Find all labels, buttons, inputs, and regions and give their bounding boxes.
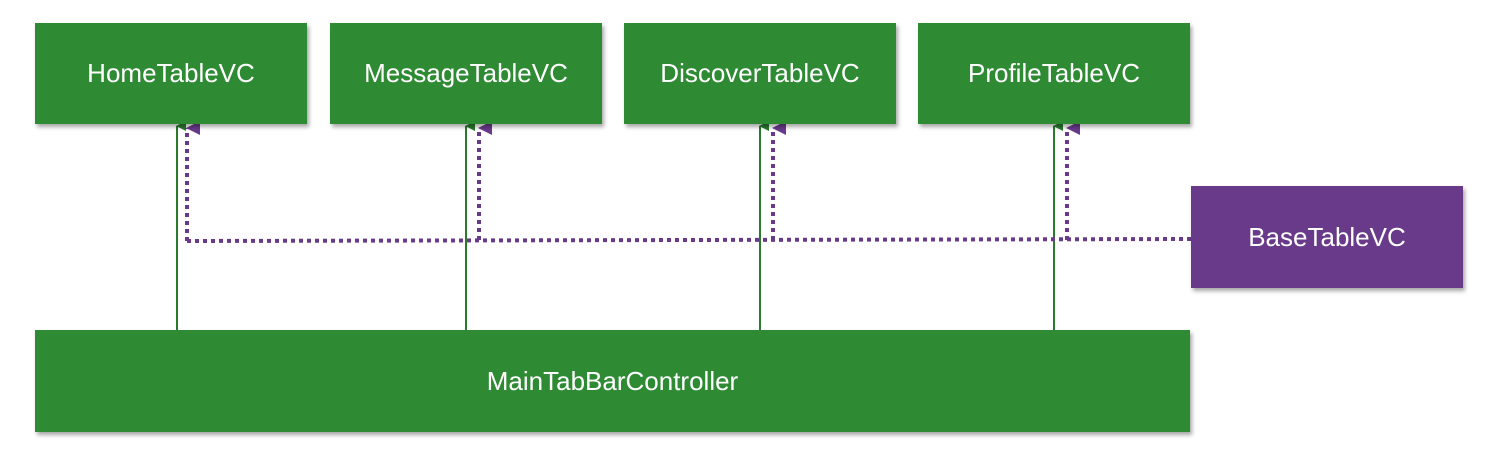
node-label: HomeTableVC	[87, 58, 255, 88]
node-label: MainTabBarController	[486, 365, 739, 396]
node-label: DiscoverTableVC	[660, 58, 860, 88]
node-message-table-vc: MessageTableVC	[330, 23, 602, 124]
node-base-table-vc: BaseTableVC	[1191, 186, 1463, 288]
node-label: MessageTableVC	[364, 58, 568, 88]
node-main-tab-bar-controller: MainTabBarController	[35, 330, 1190, 432]
node-label: BaseTableVC	[1248, 221, 1406, 252]
node-discover-table-vc: DiscoverTableVC	[624, 23, 896, 124]
node-profile-table-vc: ProfileTableVC	[918, 23, 1190, 124]
node-home-table-vc: HomeTableVC	[35, 23, 307, 124]
inheritance-bus	[186, 237, 1192, 243]
node-label: ProfileTableVC	[968, 58, 1140, 88]
